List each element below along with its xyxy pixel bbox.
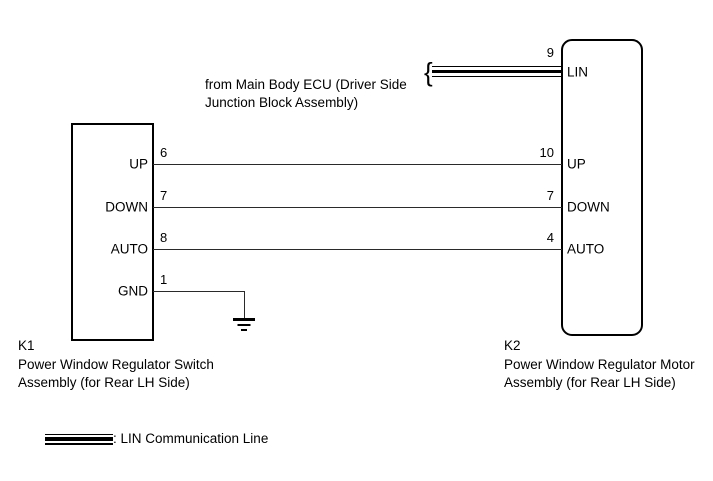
lin-communication-line-icon bbox=[45, 433, 113, 445]
k2-code: K2 bbox=[504, 338, 521, 353]
connector-k1-box bbox=[71, 123, 154, 341]
ground-bar-3 bbox=[241, 328, 247, 331]
legend-label: : LIN Communication Line bbox=[113, 431, 269, 446]
wire-up bbox=[153, 164, 562, 165]
legend-stripe-top bbox=[45, 433, 113, 436]
k2-pin-number-up: 10 bbox=[539, 145, 554, 160]
k1-pin-number-down: 7 bbox=[160, 188, 168, 203]
k2-caption-line-1: Power Window Regulator Motor bbox=[504, 356, 695, 372]
wire-auto bbox=[153, 249, 562, 250]
ground-bar-2 bbox=[237, 323, 251, 327]
k2-terminal-name-lin: LIN bbox=[567, 64, 589, 80]
k1-pin-number-up: 6 bbox=[160, 145, 168, 160]
connector-k2-box bbox=[561, 39, 643, 336]
connector-k2-caption: K2 Power Window Regulator Motor Assembly… bbox=[504, 337, 695, 393]
lin-wire-stripe-bottom bbox=[432, 75, 562, 77]
k2-terminal-name-down: DOWN bbox=[567, 199, 610, 215]
source-note-line-1: from Main Body ECU (Driver Side bbox=[205, 76, 407, 92]
k2-terminal-name-up: UP bbox=[567, 156, 586, 172]
k1-pin-number-gnd: 1 bbox=[160, 272, 168, 287]
k1-caption-line-1: Power Window Regulator Switch bbox=[18, 356, 214, 372]
k2-pin-number-auto: 4 bbox=[546, 230, 554, 245]
lin-line-brace: { bbox=[424, 57, 433, 87]
k2-pin-number-down: 7 bbox=[546, 188, 554, 203]
k1-terminal-name-gnd: GND bbox=[118, 283, 148, 299]
k1-terminal-name-auto: AUTO bbox=[110, 241, 148, 257]
legend: : LIN Communication Line bbox=[45, 432, 268, 446]
k1-pin-number-auto: 8 bbox=[160, 230, 168, 245]
lin-communication-wire bbox=[432, 66, 562, 77]
ground-bar-1 bbox=[233, 318, 255, 321]
k1-terminal-name-down: DOWN bbox=[105, 199, 148, 215]
k1-terminal-name-up: UP bbox=[129, 156, 148, 172]
k2-pin-number-lin: 9 bbox=[546, 45, 554, 60]
lin-wire-stripe-top bbox=[432, 66, 562, 68]
k1-caption-line-2: Assembly (for Rear LH Side) bbox=[18, 375, 190, 390]
connector-k1-caption: K1 Power Window Regulator Switch Assembl… bbox=[18, 337, 214, 393]
legend-stripe-core bbox=[45, 437, 113, 441]
source-note-line-2: Junction Block Assembly) bbox=[205, 95, 359, 110]
wire-ground-horizontal bbox=[153, 291, 245, 292]
k1-code: K1 bbox=[18, 338, 35, 353]
k2-terminal-name-auto: AUTO bbox=[567, 241, 605, 257]
k2-caption-line-2: Assembly (for Rear LH Side) bbox=[504, 375, 676, 390]
ground-icon bbox=[233, 318, 255, 332]
legend-stripe-bottom bbox=[45, 442, 113, 445]
wire-ground-vertical bbox=[244, 291, 245, 319]
source-note-text: from Main Body ECU (Driver Side Junction… bbox=[205, 57, 420, 113]
lin-wire-stripe-core bbox=[432, 69, 562, 74]
wire-down bbox=[153, 207, 562, 208]
